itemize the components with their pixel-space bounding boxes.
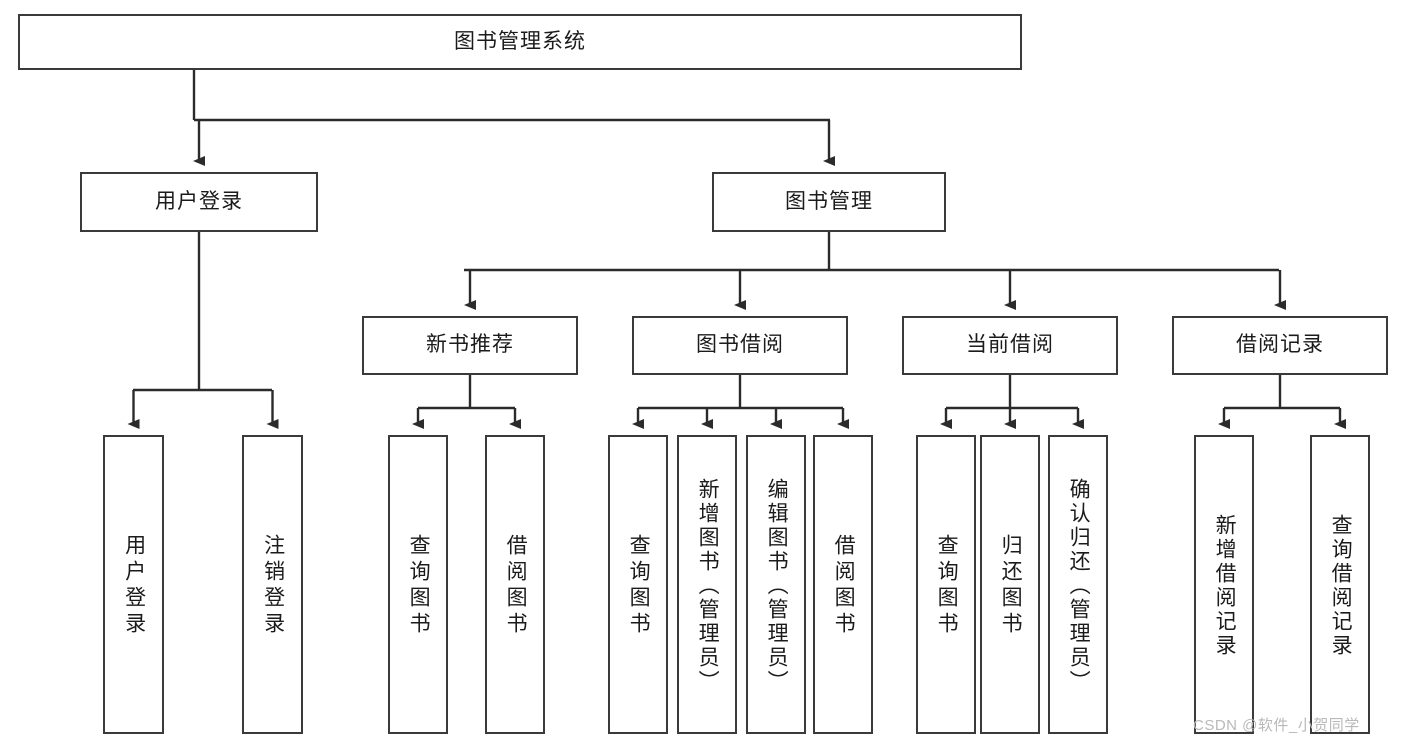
- node-label: 查询图书: [935, 533, 959, 638]
- node-leaf-query-record[interactable]: 查询借阅记录: [1310, 435, 1370, 734]
- node-leaf-borrow-book-2[interactable]: 借阅图书: [813, 435, 873, 734]
- node-leaf-logout[interactable]: 注销登录: [242, 435, 303, 734]
- node-l2-new-book-rec[interactable]: 新书推荐: [362, 316, 578, 375]
- node-label: 用户登录: [122, 533, 146, 638]
- node-leaf-add-book[interactable]: 新增图书（管理员）: [677, 435, 737, 734]
- node-label: 新书推荐: [426, 333, 514, 357]
- node-label: 图书管理系统: [454, 29, 586, 53]
- node-label: 确认归还（管理员）: [1067, 477, 1091, 694]
- node-label: 注销登录: [261, 533, 285, 638]
- node-leaf-return-book[interactable]: 归还图书: [980, 435, 1040, 734]
- node-label: 归还图书: [999, 533, 1023, 638]
- node-leaf-query-book-2[interactable]: 查询图书: [608, 435, 668, 734]
- node-label: 图书管理: [785, 189, 873, 213]
- node-l1-book-manage[interactable]: 图书管理: [712, 172, 946, 232]
- node-label: 借阅图书: [504, 533, 528, 638]
- node-label: 查询图书: [627, 533, 651, 638]
- csdn-watermark: CSDN @软件_小贺同学: [1193, 717, 1360, 734]
- node-label: 新增图书（管理员）: [696, 477, 720, 694]
- node-l1-user-login[interactable]: 用户登录: [80, 172, 318, 232]
- node-leaf-query-book-1[interactable]: 查询图书: [388, 435, 448, 734]
- node-leaf-confirm-ret[interactable]: 确认归还（管理员）: [1048, 435, 1108, 734]
- node-label: 当前借阅: [966, 333, 1054, 357]
- node-label: 借阅图书: [832, 533, 856, 638]
- node-leaf-edit-book[interactable]: 编辑图书（管理员）: [746, 435, 806, 734]
- node-leaf-query-book-3[interactable]: 查询图书: [916, 435, 976, 734]
- node-l2-borrow-record[interactable]: 借阅记录: [1172, 316, 1388, 375]
- node-l2-current-borrow[interactable]: 当前借阅: [902, 316, 1118, 375]
- node-root[interactable]: 图书管理系统: [18, 14, 1022, 70]
- node-label: 查询借阅记录: [1329, 513, 1353, 658]
- node-leaf-add-record[interactable]: 新增借阅记录: [1194, 435, 1254, 734]
- node-l2-book-borrow[interactable]: 图书借阅: [632, 316, 848, 375]
- node-label: 用户登录: [155, 189, 243, 213]
- node-label: 借阅记录: [1236, 333, 1324, 357]
- node-label: 查询图书: [407, 533, 431, 638]
- node-label: 新增借阅记录: [1213, 513, 1237, 658]
- node-leaf-user-login[interactable]: 用户登录: [103, 435, 164, 734]
- node-leaf-borrow-book-1[interactable]: 借阅图书: [485, 435, 545, 734]
- node-label: 图书借阅: [696, 333, 784, 357]
- node-label: 编辑图书（管理员）: [765, 477, 789, 694]
